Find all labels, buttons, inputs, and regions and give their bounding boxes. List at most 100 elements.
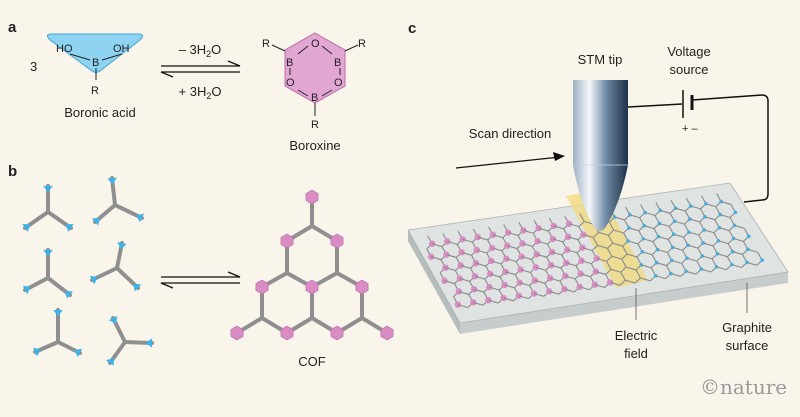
boroxine-node-on-surface bbox=[472, 259, 480, 267]
lattice-bond bbox=[446, 254, 457, 258]
lattice-bond bbox=[550, 264, 562, 269]
lattice-bond bbox=[551, 251, 562, 256]
lattice-bond bbox=[597, 244, 608, 249]
polarity-label: + – bbox=[682, 123, 698, 135]
boroxine-atom-b: B bbox=[286, 57, 293, 69]
lattice-bond bbox=[523, 229, 534, 234]
panel-label-b: b bbox=[8, 163, 17, 180]
lattice-bond bbox=[719, 227, 730, 232]
lattice-bond bbox=[688, 231, 699, 236]
boroxine-label: Boroxine bbox=[289, 138, 340, 153]
lattice-bond bbox=[671, 259, 682, 264]
boroxine-node-on-surface bbox=[500, 294, 507, 302]
lattice-bond bbox=[549, 290, 560, 295]
lattice-bond bbox=[578, 221, 585, 228]
lattice-bond bbox=[565, 275, 576, 280]
monomer-end-on-surface bbox=[733, 210, 738, 215]
stoichiometric-coefficient: 3 bbox=[30, 59, 37, 74]
boronic-acid-end-icon bbox=[22, 285, 31, 295]
lattice-bond bbox=[474, 275, 485, 280]
lattice-bond bbox=[689, 218, 700, 223]
lattice-bond bbox=[538, 227, 549, 232]
tritopic-monomer bbox=[22, 248, 73, 299]
lattice-bond bbox=[518, 295, 529, 300]
hydration-label: + 3H2O bbox=[179, 84, 222, 101]
lattice-bond bbox=[612, 242, 623, 247]
boroxine-node bbox=[330, 233, 344, 249]
cof-label: COF bbox=[298, 354, 326, 369]
lattice-bond bbox=[606, 248, 613, 257]
tritopic-monomer bbox=[91, 176, 145, 226]
lattice-bond bbox=[629, 214, 640, 219]
lattice-bond bbox=[607, 229, 615, 236]
boroxine-node-on-surface bbox=[546, 275, 554, 282]
lattice-bond bbox=[720, 201, 732, 205]
lattice-bond bbox=[431, 256, 442, 261]
lattice-bond bbox=[643, 225, 655, 230]
lattice-bond bbox=[504, 284, 515, 289]
lattice-bond bbox=[703, 242, 714, 247]
boroxine-node-on-surface bbox=[457, 262, 464, 269]
boronic-acid-end-icon bbox=[91, 217, 100, 226]
equilibrium-arrows-a bbox=[160, 60, 241, 78]
lattice-bond bbox=[635, 269, 641, 279]
lattice-bond bbox=[628, 227, 639, 232]
lattice-bond bbox=[553, 225, 564, 230]
lattice-bond bbox=[491, 247, 503, 252]
lattice-bond bbox=[582, 247, 593, 252]
lattice-bond bbox=[614, 216, 625, 221]
lattice-bond bbox=[705, 203, 716, 208]
lattice-bond bbox=[686, 257, 698, 262]
lattice-bond bbox=[626, 253, 638, 258]
lattice-bond bbox=[610, 268, 621, 273]
boroxine-node bbox=[330, 325, 344, 341]
boroxine-node-on-surface bbox=[530, 290, 538, 297]
boroxine-node-on-surface bbox=[441, 277, 448, 284]
lattice-bond bbox=[660, 209, 671, 214]
boroxine-atom-b: B bbox=[311, 92, 318, 104]
lattice-bond bbox=[672, 246, 683, 251]
boroxine-node bbox=[255, 279, 269, 295]
nature-logo: ©nature bbox=[700, 375, 787, 399]
lattice-bond bbox=[461, 251, 472, 256]
lattice-bond bbox=[658, 236, 669, 240]
lattice-bond bbox=[473, 301, 484, 306]
lattice-bond bbox=[581, 260, 592, 265]
lattice-bond bbox=[717, 253, 728, 258]
boronic-acid-end-icon bbox=[65, 224, 74, 232]
lattice-bond bbox=[431, 243, 443, 248]
lattice-bond bbox=[703, 229, 715, 234]
boroxine-node-on-surface bbox=[455, 288, 463, 295]
boronic-acid-end-icon bbox=[107, 177, 117, 185]
lattice-bond bbox=[520, 269, 531, 274]
lattice-bond bbox=[490, 273, 501, 278]
lattice-bond bbox=[609, 281, 621, 286]
lattice-bond bbox=[535, 266, 546, 271]
lattice-bond bbox=[536, 253, 547, 258]
lattice-bond bbox=[702, 255, 713, 260]
lattice-bond bbox=[507, 245, 518, 250]
panel-label-c: c bbox=[408, 20, 416, 37]
monomer-group bbox=[22, 176, 154, 366]
boroxine-node-on-surface bbox=[473, 246, 481, 254]
lattice-bond bbox=[690, 205, 701, 210]
boroxine-node-on-surface bbox=[501, 281, 508, 289]
lattice-bond bbox=[746, 261, 757, 266]
lattice-bond bbox=[596, 257, 607, 262]
lattice-bond bbox=[522, 242, 533, 247]
circuit-wire bbox=[627, 94, 769, 203]
lattice-bond bbox=[521, 256, 532, 260]
lattice-bond bbox=[490, 260, 502, 265]
boroxine-node-on-surface bbox=[576, 283, 583, 291]
lattice-bond bbox=[627, 240, 639, 245]
atom-oh: OH bbox=[113, 43, 130, 55]
lattice-bond bbox=[476, 249, 487, 254]
surface-lattice bbox=[426, 193, 764, 309]
boroxine-node bbox=[280, 325, 294, 341]
lattice-bond bbox=[644, 212, 656, 217]
boroxine-node bbox=[280, 233, 294, 249]
lattice-bond bbox=[595, 271, 606, 275]
lattice-bond bbox=[620, 271, 626, 281]
boronic-acid-end-icon bbox=[136, 213, 145, 223]
lattice-bond bbox=[475, 262, 486, 267]
